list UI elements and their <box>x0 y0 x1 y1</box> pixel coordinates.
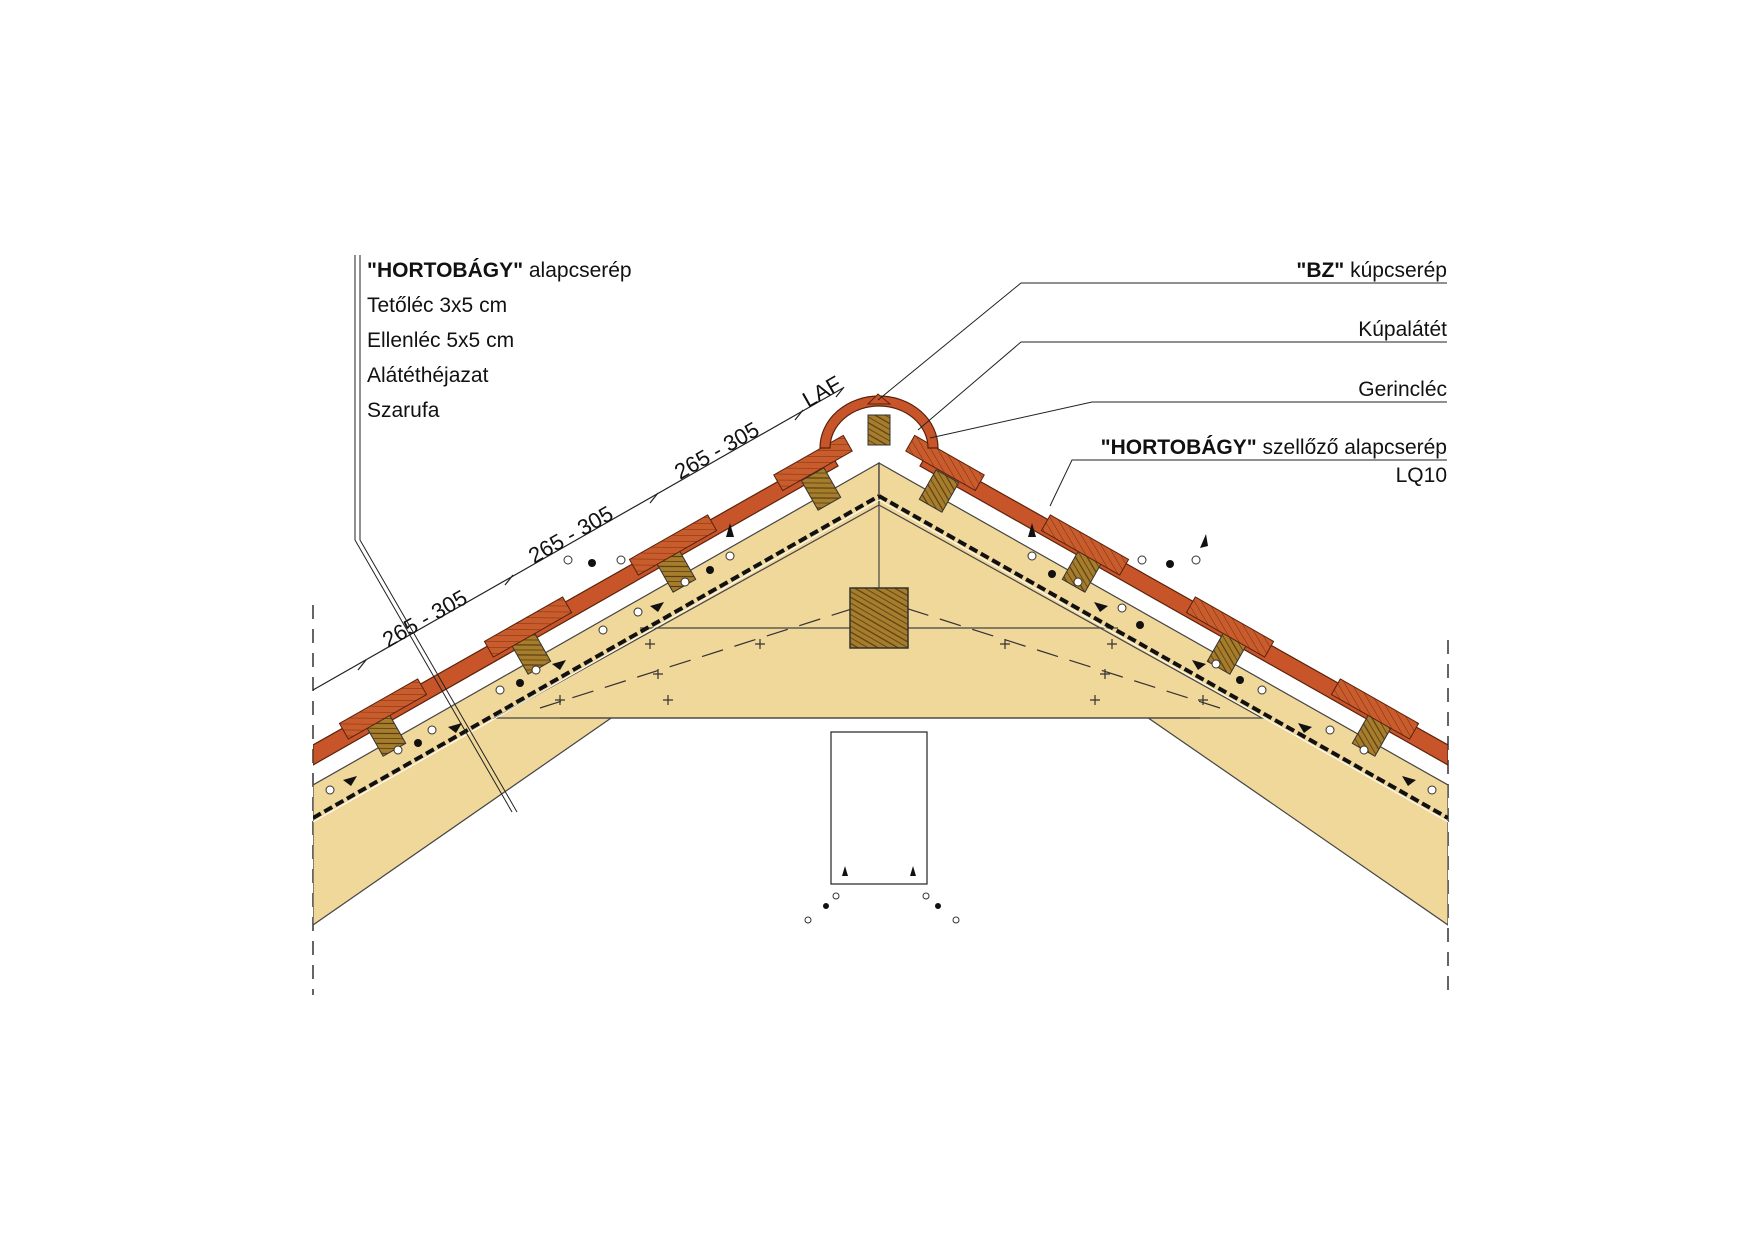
label-ridge-tile-desc: kúpcserép <box>1344 259 1447 282</box>
dimension-spacing-3: 265 - 305 <box>670 417 763 485</box>
label-ridge-batten: Gerincléc <box>1358 378 1447 401</box>
left-underlay <box>313 494 880 820</box>
airflow-markers <box>325 551 1437 924</box>
nail-markers <box>555 639 1208 705</box>
dimension-top-gap: LAF <box>798 371 845 413</box>
right-battens <box>905 434 1420 757</box>
label-base-tile: "HORTOBÁGY" alapcserép <box>367 259 632 283</box>
ridge-beam <box>849 587 909 649</box>
right-underlay <box>878 494 1448 820</box>
label-vent-code: LQ10 <box>1395 464 1447 487</box>
label-counter-batten: Ellenléc 5x5 cm <box>367 329 515 352</box>
label-rafter: Szarufa <box>367 399 440 422</box>
label-underlay: Alátéthéjazat <box>367 364 489 387</box>
dimension-line <box>312 387 844 691</box>
label-base-tile-desc: alapcserép <box>523 259 632 282</box>
label-vent-tile: "HORTOBÁGY" szellőző alapcserép <box>1101 436 1447 460</box>
ventilation-opening <box>830 731 928 885</box>
left-leader-line <box>354 255 513 813</box>
label-base-tile-name: "HORTOBÁGY" <box>367 259 524 282</box>
label-ridge-tile: "BZ" kúpcserép <box>1296 259 1447 283</box>
ridge-batten-leader <box>929 401 1447 439</box>
label-vent-tile-desc: szellőző alapcserép <box>1256 436 1447 459</box>
label-ridge-underlay: Kúpalátét <box>1358 318 1447 341</box>
ridge-tile-leader <box>877 282 1447 401</box>
vent-tile-leader <box>1049 459 1447 507</box>
label-ridge-tile-name: "BZ" <box>1296 259 1345 282</box>
ridge-batten <box>867 414 891 446</box>
label-batten: Tetőléc 3x5 cm <box>367 294 508 317</box>
label-vent-tile-name: "HORTOBÁGY" <box>1100 436 1257 459</box>
ridge-tile <box>819 395 939 449</box>
ridge-underlay-leader <box>917 341 1447 431</box>
